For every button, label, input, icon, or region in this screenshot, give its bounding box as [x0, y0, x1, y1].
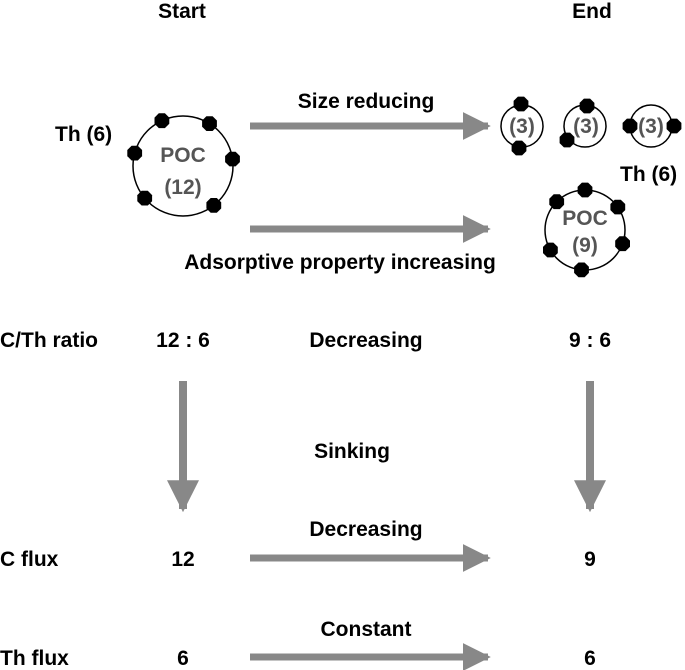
- thorium-dot: [513, 96, 529, 112]
- thorium-dot: [206, 198, 222, 213]
- start-poc-label: POC: [160, 144, 206, 167]
- thorium-dot: [137, 190, 153, 206]
- end-thorium-dots: [543, 182, 630, 278]
- end-poc-value: (9): [572, 234, 598, 257]
- thorium-dot: [622, 118, 638, 134]
- thorium-dot: [225, 151, 240, 167]
- thorium-dot: [579, 98, 595, 114]
- th-flux-change-label: Constant: [321, 618, 412, 641]
- small-poc-value: (3): [573, 115, 599, 138]
- start-th-label: Th (6): [55, 123, 112, 146]
- small-poc-value: (3): [509, 115, 535, 138]
- thorium-dot: [577, 182, 593, 198]
- thorium-dot: [549, 194, 565, 210]
- adsorptive-label: Adsorptive property increasing: [184, 251, 496, 274]
- thorium-dot: [154, 113, 170, 129]
- ratio-change-label: Decreasing: [309, 329, 422, 352]
- end-large-particle: POC (9): [543, 182, 630, 278]
- thorium-dot: [610, 199, 626, 215]
- ratio-row-label: C/Th ratio: [0, 329, 98, 352]
- sinking-label: Sinking: [314, 440, 390, 463]
- end-small-particles: (3) (3) (3): [500, 96, 682, 156]
- c-flux-start-value: 12: [171, 548, 194, 571]
- th-flux-row-label: Th flux: [0, 647, 69, 670]
- ratio-start-value: 12 : 6: [156, 329, 210, 352]
- start-thorium-dots: [127, 113, 240, 213]
- th-flux-start-value: 6: [177, 647, 189, 670]
- small-particle: (3): [500, 96, 544, 156]
- thorium-dot: [574, 262, 589, 278]
- start-header: Start: [158, 0, 206, 23]
- thorium-dot: [511, 140, 527, 156]
- thorium-dot: [559, 132, 575, 148]
- thorium-dot: [202, 116, 217, 131]
- ratio-end-value: 9 : 6: [569, 329, 611, 352]
- small-poc-value: (3): [638, 115, 664, 138]
- c-flux-end-value: 9: [584, 548, 596, 571]
- end-poc-label: POC: [562, 207, 608, 230]
- end-th-label: Th (6): [620, 163, 677, 186]
- start-poc-value: (12): [164, 176, 201, 199]
- small-particle: (3): [559, 98, 607, 148]
- thorium-dot: [127, 145, 143, 161]
- thorium-dot: [615, 236, 630, 252]
- th-flux-end-value: 6: [584, 647, 596, 670]
- thorium-dot: [543, 242, 558, 258]
- small-particle: (3): [622, 104, 682, 148]
- c-flux-change-label: Decreasing: [309, 518, 422, 541]
- end-header: End: [572, 0, 612, 23]
- start-particle: POC (12): [127, 113, 240, 217]
- size-reducing-label: Size reducing: [298, 90, 435, 113]
- thorium-dot: [666, 118, 682, 134]
- c-flux-row-label: C flux: [0, 548, 59, 571]
